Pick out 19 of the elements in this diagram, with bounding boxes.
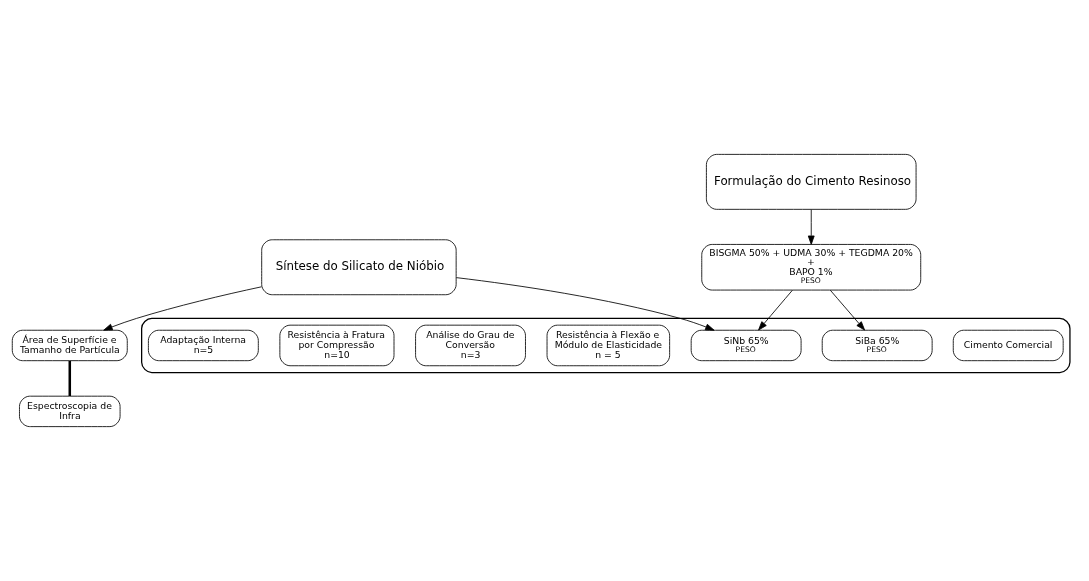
connector: [68, 360, 72, 397]
node-box: Adaptação Interna n=5: [147, 329, 259, 362]
node-box: SiNb 65% PESO: [690, 329, 802, 362]
arrow: [103, 286, 262, 331]
arrow: [807, 209, 815, 245]
node-box: Resistência à Fratura por Compressão n=10: [279, 324, 395, 367]
node-box: Cimento Comercial: [952, 329, 1064, 362]
node-box: Resistência à Flexão e Módulo de Elasticidade n = 5: [546, 324, 671, 367]
node-box: Espectroscopia de Infra: [19, 395, 121, 428]
node-box: Formulação do Cimento Resinoso: [705, 153, 917, 210]
arrow: [456, 277, 715, 331]
node-box: Área de Superfície e Tamanho de Partícula: [11, 329, 128, 362]
node-box: BISGMA 50% + UDMA 30% + TEGDMA 20% + BAPO 1% PESO: [701, 244, 922, 291]
node-box: Análise do Grau de Conversão n=3: [415, 324, 526, 367]
node-box: Síntese do Silicato de Nióbio: [261, 239, 457, 296]
arrow: [829, 289, 866, 331]
node-box: SiBa 65% PESO: [821, 329, 933, 362]
cluster: [141, 317, 1071, 374]
arrow: [758, 289, 793, 331]
